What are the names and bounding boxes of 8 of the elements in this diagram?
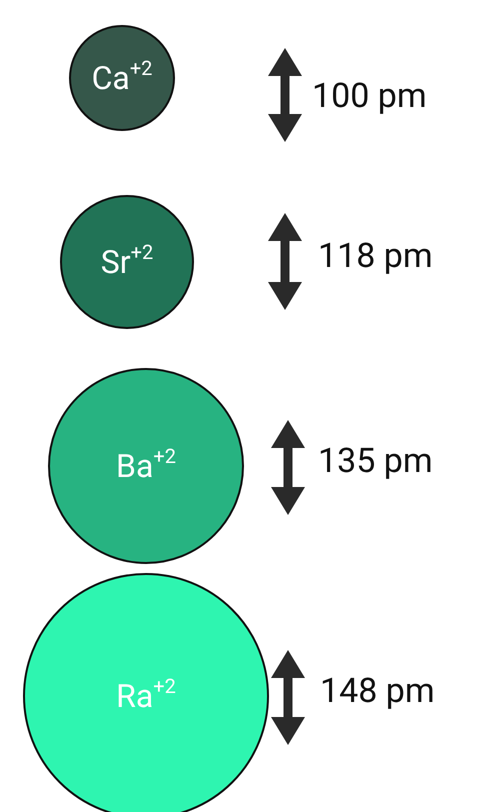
ion-label: Ca$^{+2}$	[92, 59, 152, 97]
ion-label: Sr$^{+2}$	[100, 243, 154, 281]
dimension-label: 100 pm	[312, 76, 427, 116]
dimension-label: 135 pm	[318, 441, 433, 481]
ion-label: Ra$^{+2}$	[116, 677, 176, 715]
dimension-label: 118 pm	[318, 236, 433, 276]
ion-label: Ba$^{+2}$	[116, 447, 176, 485]
dimension-label: 148 pm	[320, 671, 435, 711]
